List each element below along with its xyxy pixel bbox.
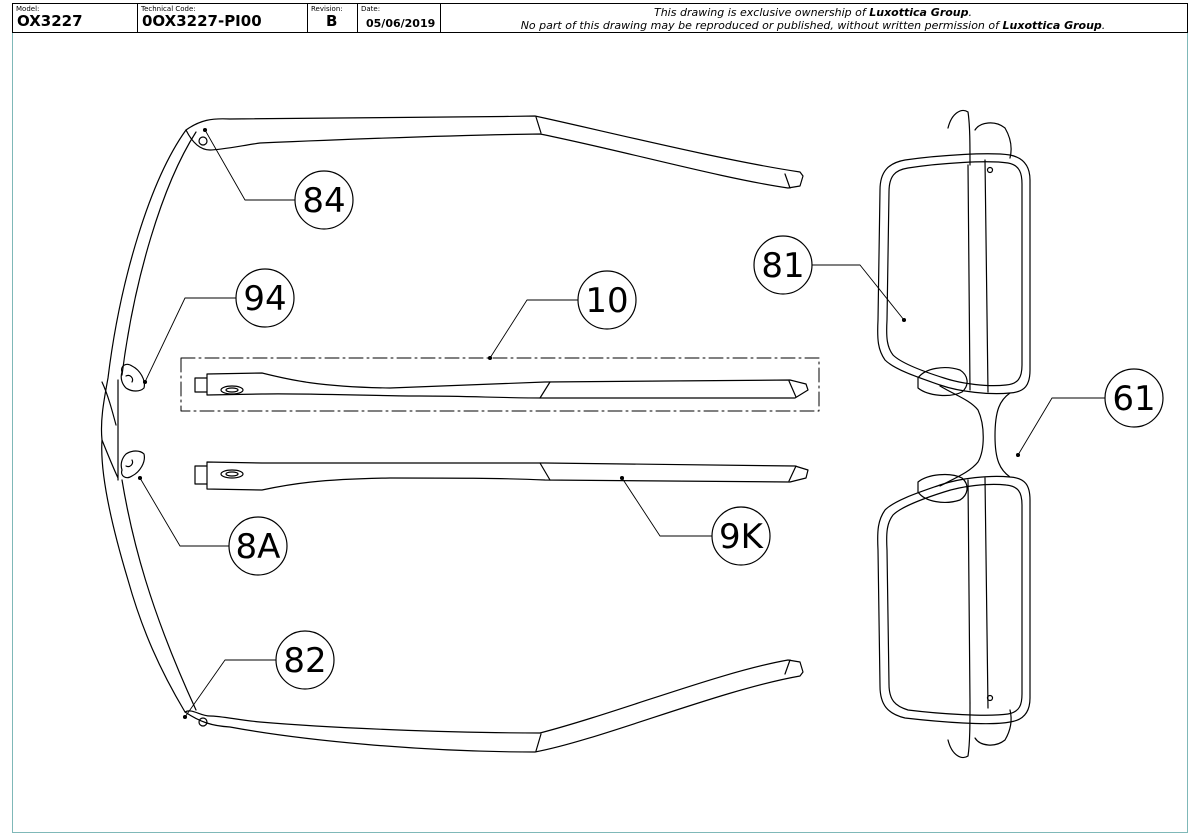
front-bridge	[939, 385, 1011, 487]
bridge-top-view	[101, 379, 119, 481]
leader-61-dot	[1015, 452, 1021, 458]
lower-temple-tip-split	[535, 659, 791, 752]
lower-screw	[198, 717, 208, 727]
technical-code-value: 0OX3227-PI00	[142, 12, 262, 30]
temple-9k-outline	[194, 461, 809, 491]
folded-temple-center	[967, 159, 989, 709]
group-10-dash-box	[180, 357, 820, 412]
leader-10-dot	[487, 355, 493, 361]
upper-temple-tip-split	[535, 116, 791, 189]
leader-10	[489, 299, 579, 359]
callout-94: 94	[235, 268, 295, 328]
date-cell: Date: 05/06/2019	[358, 4, 441, 32]
temple-10-segment	[206, 377, 797, 399]
front-hinge-lower	[986, 694, 994, 702]
callout-81-circle	[753, 235, 813, 295]
notice-line-2: No part of this drawing may be reproduce…	[520, 19, 1106, 32]
callout-82: 82	[275, 630, 335, 690]
nose-pad-lower	[120, 450, 145, 479]
leader-84-dot	[202, 127, 208, 133]
technical-code-label: Technical Code:	[141, 5, 196, 13]
leader-9k	[621, 477, 714, 537]
revision-value: B	[326, 12, 338, 30]
leader-94	[144, 297, 238, 383]
callout-9k: 9K	[711, 506, 771, 566]
company-name: Luxottica Group	[869, 6, 969, 19]
leader-82	[184, 659, 278, 718]
notice-line-1: This drawing is exclusive ownership of L…	[653, 6, 973, 19]
leader-8a	[139, 477, 231, 547]
front-nose-pad-lower	[917, 473, 968, 503]
temple-9k-segment	[206, 462, 797, 485]
date-label: Date:	[361, 5, 381, 13]
lower-lens-rim-inner	[886, 483, 1023, 716]
callout-82-circle	[275, 630, 335, 690]
top-view-frame	[100, 115, 804, 753]
callout-84-circle	[294, 170, 354, 230]
callout-82-text: 82	[283, 641, 326, 681]
callout-9k-circle	[711, 506, 771, 566]
leader-81-dot	[901, 317, 907, 323]
revision-cell: Revision: B	[308, 4, 358, 32]
callout-8a-text: 8A	[236, 527, 281, 567]
callout-8a: 8A	[228, 516, 288, 576]
ownership-notice: This drawing is exclusive ownership of L…	[439, 4, 1187, 32]
upper-screw	[198, 136, 208, 146]
frame-front-outer	[100, 129, 187, 713]
callout-61: 61	[1104, 368, 1164, 428]
callout-10-circle	[577, 270, 637, 330]
front-nose-pad-upper	[917, 367, 968, 397]
callout-81-text: 81	[761, 246, 804, 286]
callout-leaders	[137, 127, 1106, 720]
callout-61-circle	[1104, 368, 1164, 428]
callout-61-text: 61	[1112, 379, 1155, 419]
leader-61	[1017, 397, 1106, 456]
frame-front-inner	[121, 131, 197, 711]
front-hinge-upper	[986, 166, 994, 174]
temple-10-logo-inner	[225, 387, 239, 393]
callout-81: 81	[753, 235, 813, 295]
model-cell: Model: OX3227	[13, 4, 138, 32]
callout-10-text: 10	[585, 281, 628, 321]
revision-label: Revision:	[311, 5, 343, 13]
model-value: OX3227	[17, 12, 83, 30]
callout-8a-circle	[228, 516, 288, 576]
upper-lens-rim-inner	[886, 161, 1023, 387]
leader-9k-dot	[619, 475, 625, 481]
callout-94-text: 94	[243, 279, 286, 319]
lower-lens-rim-outer	[877, 475, 1031, 725]
temple-detail	[180, 357, 820, 491]
lower-temple-outline	[184, 659, 804, 753]
callout-84-text: 84	[302, 181, 345, 221]
callout-94-circle	[235, 268, 295, 328]
folded-temple-upper	[947, 109, 1012, 166]
temple-10-outline	[194, 372, 809, 399]
folded-temple-lower	[947, 702, 1012, 759]
leader-82-dot	[182, 714, 188, 720]
leader-81	[811, 264, 905, 321]
title-block: Model: OX3227 Technical Code: 0OX3227-PI…	[12, 3, 1188, 33]
front-view	[877, 109, 1031, 759]
date-value: 05/06/2019	[366, 17, 436, 30]
leader-8a-dot	[137, 475, 143, 481]
technical-code-cell: Technical Code: 0OX3227-PI00	[138, 4, 308, 32]
leader-94-dot	[142, 379, 148, 385]
leader-84	[204, 129, 296, 201]
temple-10-logo	[220, 385, 244, 395]
callout-9k-text: 9K	[719, 517, 765, 557]
nose-pad-upper	[120, 363, 145, 392]
upper-lens-rim-outer	[877, 153, 1031, 395]
callout-10: 10	[577, 270, 637, 330]
upper-temple-outline	[185, 115, 804, 189]
company-name: Luxottica Group	[1002, 19, 1102, 32]
temple-9k-logo	[220, 469, 244, 479]
model-label: Model:	[16, 5, 40, 13]
temple-9k-logo-inner	[225, 471, 239, 477]
callout-84: 84	[294, 170, 354, 230]
